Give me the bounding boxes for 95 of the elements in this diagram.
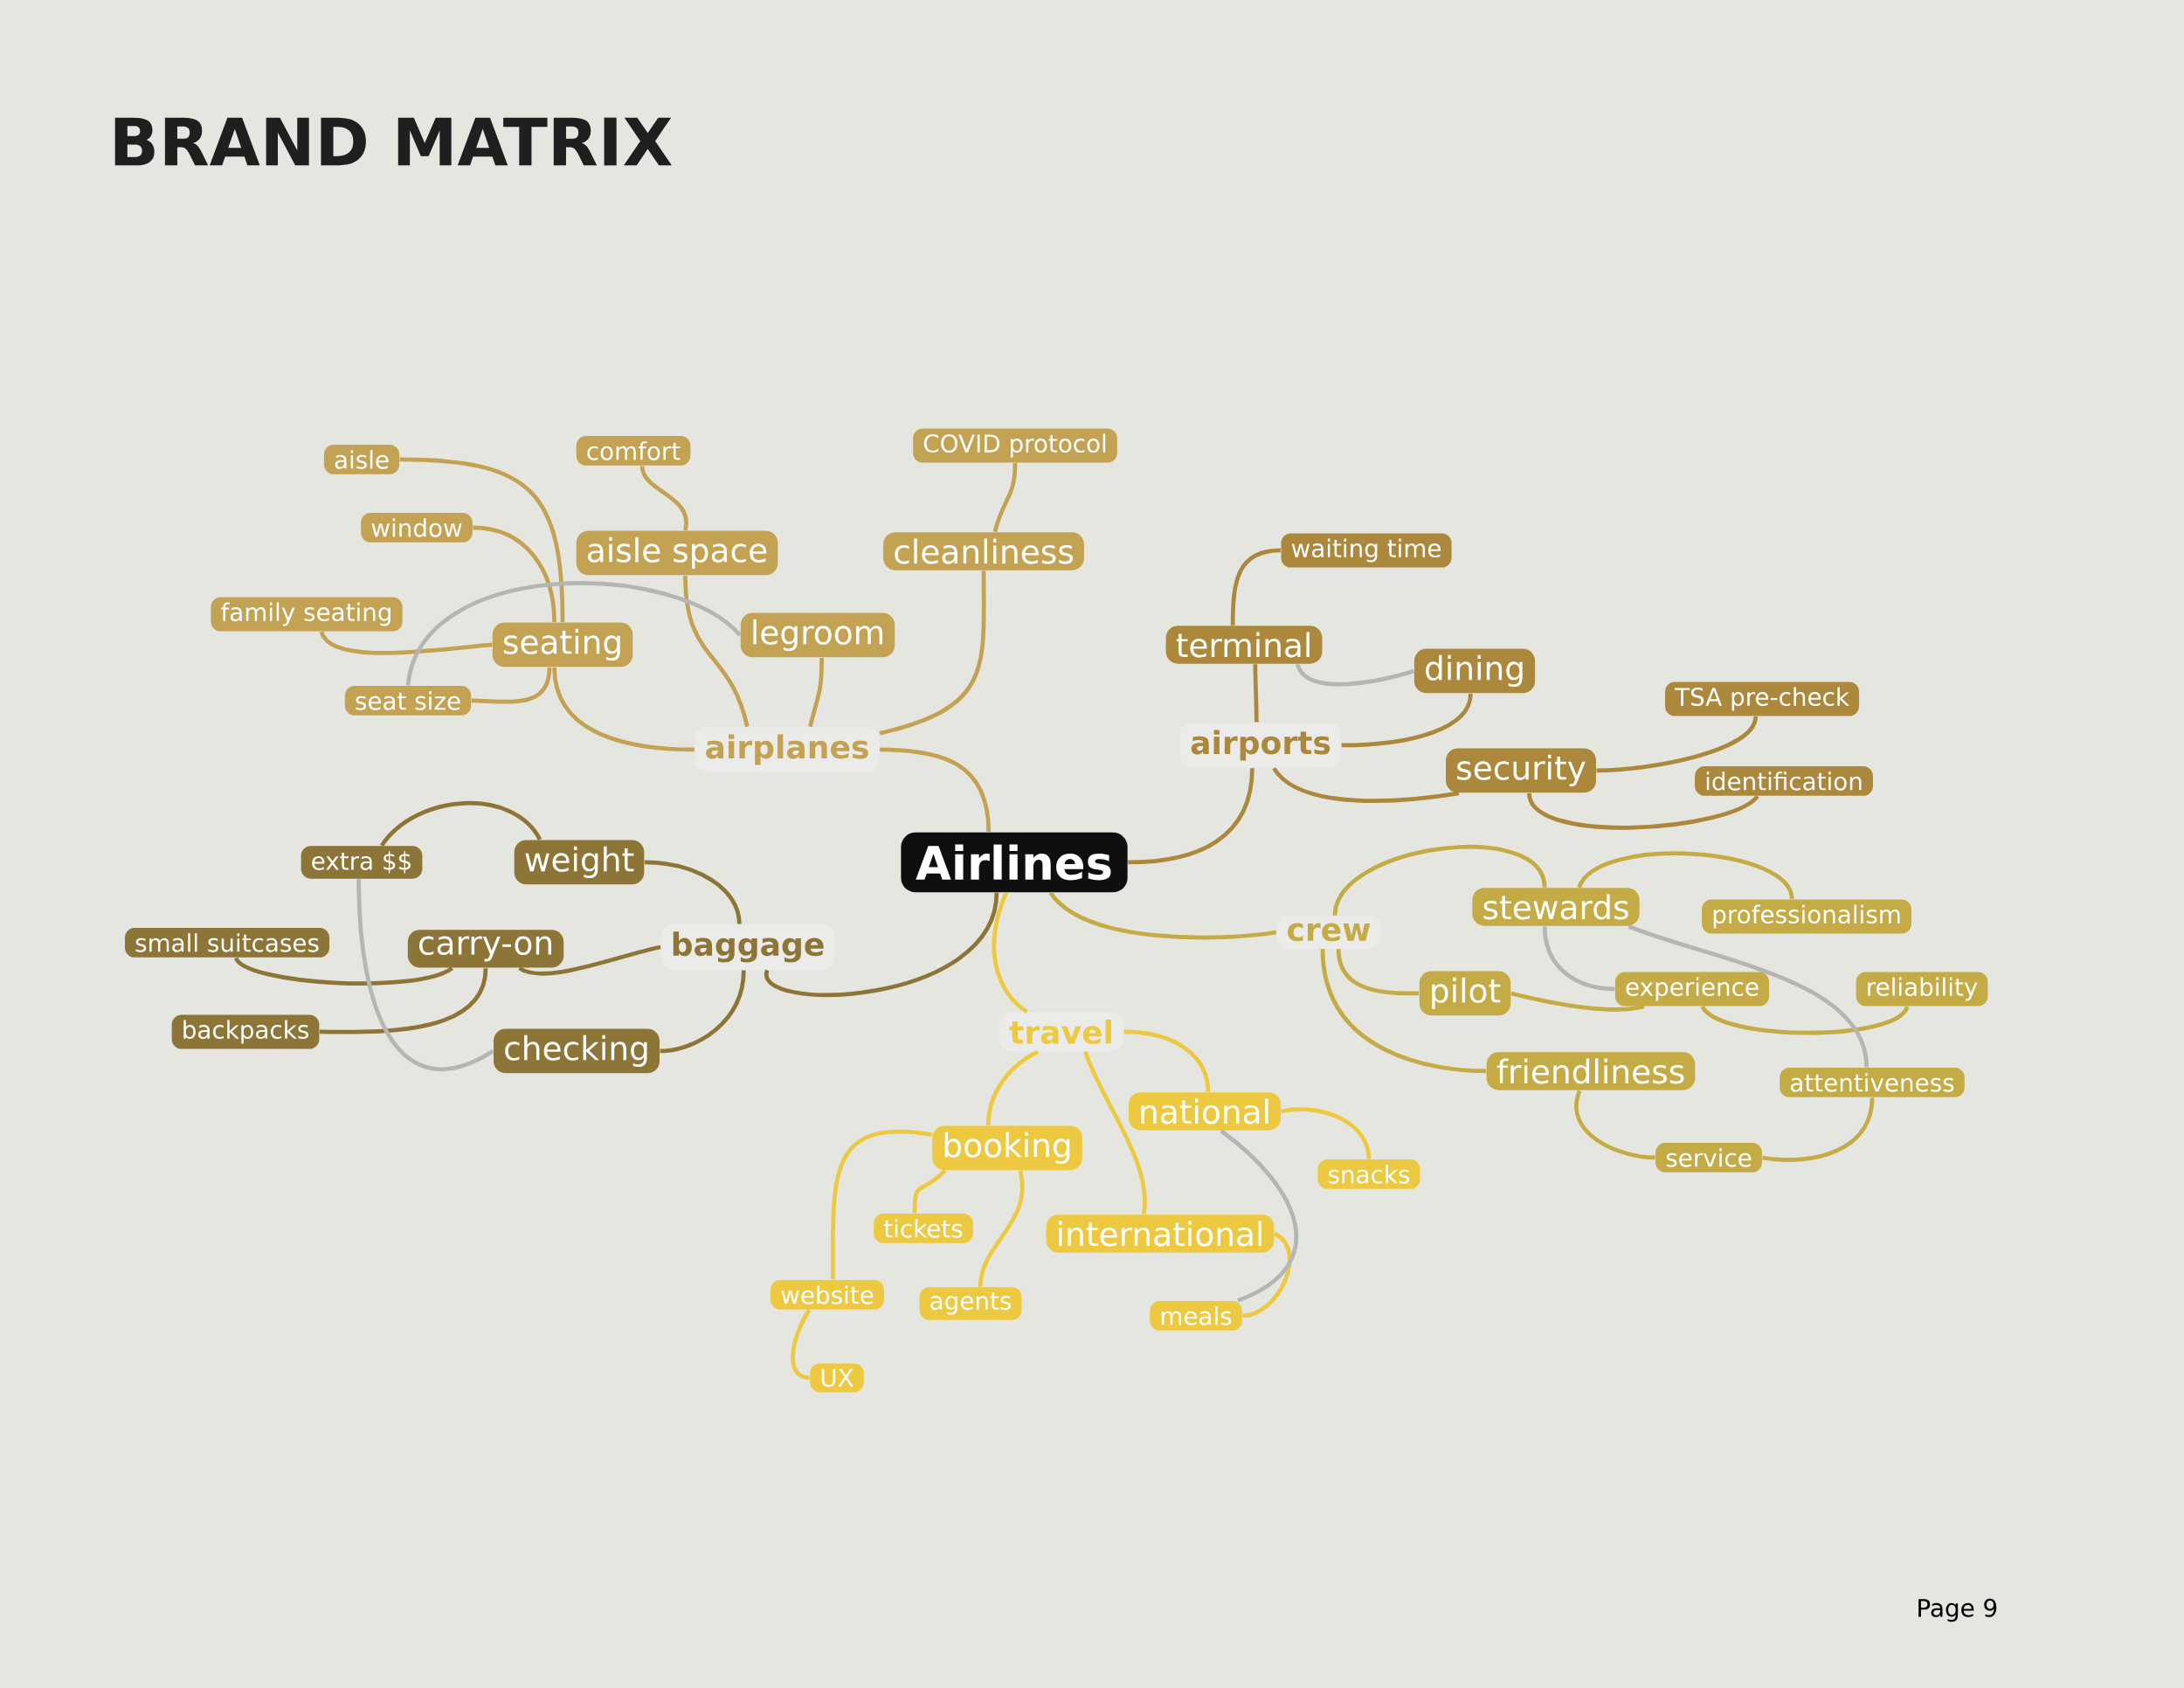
- connector-line: [683, 575, 750, 728]
- subtopic-box: comfort: [576, 436, 691, 466]
- connector-line: [992, 463, 1018, 533]
- topic-box: international: [1046, 1214, 1275, 1253]
- connector-line: [879, 571, 986, 736]
- connector-line: [1048, 891, 1277, 940]
- connector-line: [912, 1169, 947, 1214]
- connector-line: [319, 967, 488, 1034]
- subtopic-box: snacks: [1317, 1159, 1420, 1189]
- connector-line: [880, 747, 992, 833]
- topic-box: seating: [492, 622, 633, 668]
- subtopic-box: professionalism: [1702, 899, 1911, 934]
- connector-line: [1083, 1051, 1147, 1214]
- connector-line: [380, 801, 543, 847]
- subtopic-box: identification: [1695, 766, 1873, 796]
- subtopic-box: agents: [919, 1287, 1022, 1320]
- subtopic-box: attentiveness: [1780, 1068, 1965, 1097]
- topic-box: terminal: [1165, 626, 1323, 664]
- connector-line: [1527, 792, 1759, 830]
- connector-line: [1320, 949, 1487, 1074]
- subtopic-box: experience: [1614, 972, 1770, 1007]
- subtopic-box: small suitcases: [124, 928, 330, 958]
- subtopic-box: meals: [1150, 1301, 1242, 1331]
- connector-line: [992, 892, 1028, 1013]
- connector-line: [1242, 1232, 1292, 1318]
- branch-label: airplanes: [695, 727, 880, 772]
- connector-line: [639, 466, 688, 531]
- connector-line: [319, 630, 493, 655]
- subtopic-box: website: [771, 1280, 884, 1310]
- root-node: Airlines: [901, 832, 1128, 893]
- subtopic-box: service: [1655, 1143, 1762, 1173]
- topic-box: aisle space: [576, 530, 778, 576]
- topic-box: friendliness: [1486, 1052, 1696, 1090]
- connector-line: [1628, 924, 1870, 1068]
- connector-line: [1762, 1097, 1875, 1162]
- connector-line: [552, 667, 695, 752]
- connector-line: [978, 1170, 1025, 1287]
- topic-box: legroom: [740, 612, 895, 658]
- connector-line: [644, 860, 742, 924]
- topic-box: stewards: [1472, 888, 1640, 926]
- subtopic-box: reliability: [1856, 972, 1988, 1007]
- connector-line: [405, 581, 742, 687]
- title: BRAND MATRIX: [114, 117, 672, 166]
- branch-label: baggage: [660, 924, 835, 970]
- connector-line: [356, 879, 494, 1071]
- subtopic-box: TSA pre-check: [1665, 681, 1860, 716]
- connector-line: [1332, 845, 1547, 917]
- page-number: Page 9: [1918, 1598, 1997, 1622]
- subtopic-box: aisle: [323, 445, 400, 474]
- branch-label: crew: [1276, 916, 1381, 949]
- subtopic-box: window: [361, 513, 473, 543]
- connector-line: [1296, 663, 1415, 687]
- branch-label: airports: [1180, 723, 1341, 768]
- subtopic-box: extra $$: [301, 846, 423, 879]
- connector-line: [1336, 949, 1420, 996]
- subtopic-box: COVID protocol: [913, 428, 1117, 463]
- topic-box: weight: [514, 840, 645, 885]
- connector-line: [1281, 1107, 1372, 1159]
- connector-line: [1574, 1090, 1655, 1160]
- branch-label: travel: [999, 1012, 1124, 1052]
- connector-line: [234, 956, 453, 986]
- connector-line: [471, 667, 552, 704]
- topic-box: national: [1128, 1092, 1282, 1131]
- connector-line: [1230, 548, 1282, 626]
- connector-line: [830, 1130, 932, 1280]
- subtopic-box: waiting time: [1281, 533, 1452, 568]
- connector-line: [764, 892, 999, 997]
- topic-box: booking: [932, 1125, 1082, 1171]
- topic-box: pilot: [1419, 971, 1511, 1016]
- connector-line: [518, 944, 661, 976]
- topic-box: security: [1446, 748, 1596, 793]
- connector-line: [1577, 851, 1794, 900]
- connector-line: [660, 970, 746, 1054]
- connector-line: [1128, 768, 1254, 865]
- subtopic-box: family seating: [211, 597, 403, 632]
- subtopic-box: seat size: [344, 686, 472, 716]
- topic-box: dining: [1413, 648, 1536, 694]
- topic-box: carry-on: [407, 930, 564, 968]
- connector-line: [1253, 664, 1259, 723]
- subtopic-box: backpacks: [171, 1014, 320, 1049]
- connector-line: [1123, 1029, 1211, 1092]
- connector-line: [1700, 1005, 1910, 1035]
- connector-line: [985, 1049, 1039, 1126]
- topic-box: checking: [494, 1028, 660, 1074]
- connector-line: [1510, 991, 1645, 1012]
- connector-line: [1220, 1129, 1299, 1303]
- connector-line: [1542, 926, 1615, 992]
- connector-line: [1341, 693, 1473, 748]
- connector-line: [1272, 766, 1460, 803]
- subtopic-box: tickets: [874, 1214, 973, 1243]
- topic-box: cleanliness: [883, 532, 1084, 571]
- connector-line: [808, 657, 824, 728]
- connector-line: [399, 457, 565, 623]
- connector-line: [473, 525, 556, 623]
- connector-line: [1596, 716, 1758, 773]
